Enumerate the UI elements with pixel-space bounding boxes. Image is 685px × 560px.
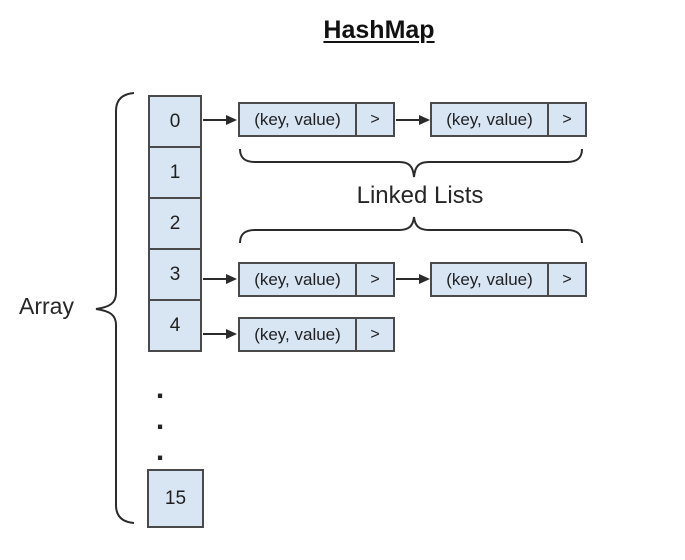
- node-pointer-cell: >: [355, 319, 393, 350]
- array-label: Array: [19, 293, 74, 319]
- array-column: 0 1 2 3 4: [148, 95, 202, 352]
- linked-lists-top-brace: [239, 148, 583, 178]
- node-key-cell: (key, value): [254, 324, 341, 344]
- list-node-bucket3-1: (key, value) >: [238, 262, 395, 297]
- node-pointer-cell: >: [355, 104, 393, 135]
- list-node-bucket4-1: (key, value) >: [238, 317, 395, 352]
- array-cell-0: 0: [148, 95, 202, 148]
- node-key-cell: (key, value): [254, 109, 341, 129]
- arrow-bucket0-node1-to-node2: [396, 115, 430, 125]
- array-brace: [95, 92, 135, 524]
- node-pointer-cell: >: [355, 264, 393, 295]
- list-node-bucket3-2: (key, value) >: [430, 262, 587, 297]
- list-node-bucket0-1: (key, value) >: [238, 102, 395, 137]
- list-node-bucket0-2: (key, value) >: [430, 102, 587, 137]
- arrow-bucket3-node1-to-node2: [396, 274, 430, 284]
- node-key-cell: (key, value): [446, 269, 533, 289]
- arrow-bucket0-cell-to-node1: [203, 115, 237, 125]
- array-cell-2: 2: [148, 197, 202, 250]
- node-pointer-cell: >: [547, 104, 585, 135]
- array-cell-4: 4: [148, 299, 202, 352]
- array-cell-15: 15: [147, 469, 204, 528]
- ellipsis-dot: .: [155, 403, 165, 436]
- node-key-cell: (key, value): [446, 109, 533, 129]
- node-key-cell: (key, value): [254, 269, 341, 289]
- node-pointer-cell: >: [547, 264, 585, 295]
- array-cell-1: 1: [148, 146, 202, 199]
- linked-lists-bottom-brace: [239, 216, 583, 244]
- page-title: HashMap: [323, 16, 435, 44]
- arrow-bucket3-cell-to-node1: [203, 274, 237, 284]
- arrow-bucket4-cell-to-node1: [203, 329, 237, 339]
- array-cell-3: 3: [148, 248, 202, 301]
- ellipsis-dot: .: [155, 372, 165, 405]
- linked-lists-label: Linked Lists: [356, 182, 484, 209]
- ellipsis-dot: .: [155, 434, 165, 467]
